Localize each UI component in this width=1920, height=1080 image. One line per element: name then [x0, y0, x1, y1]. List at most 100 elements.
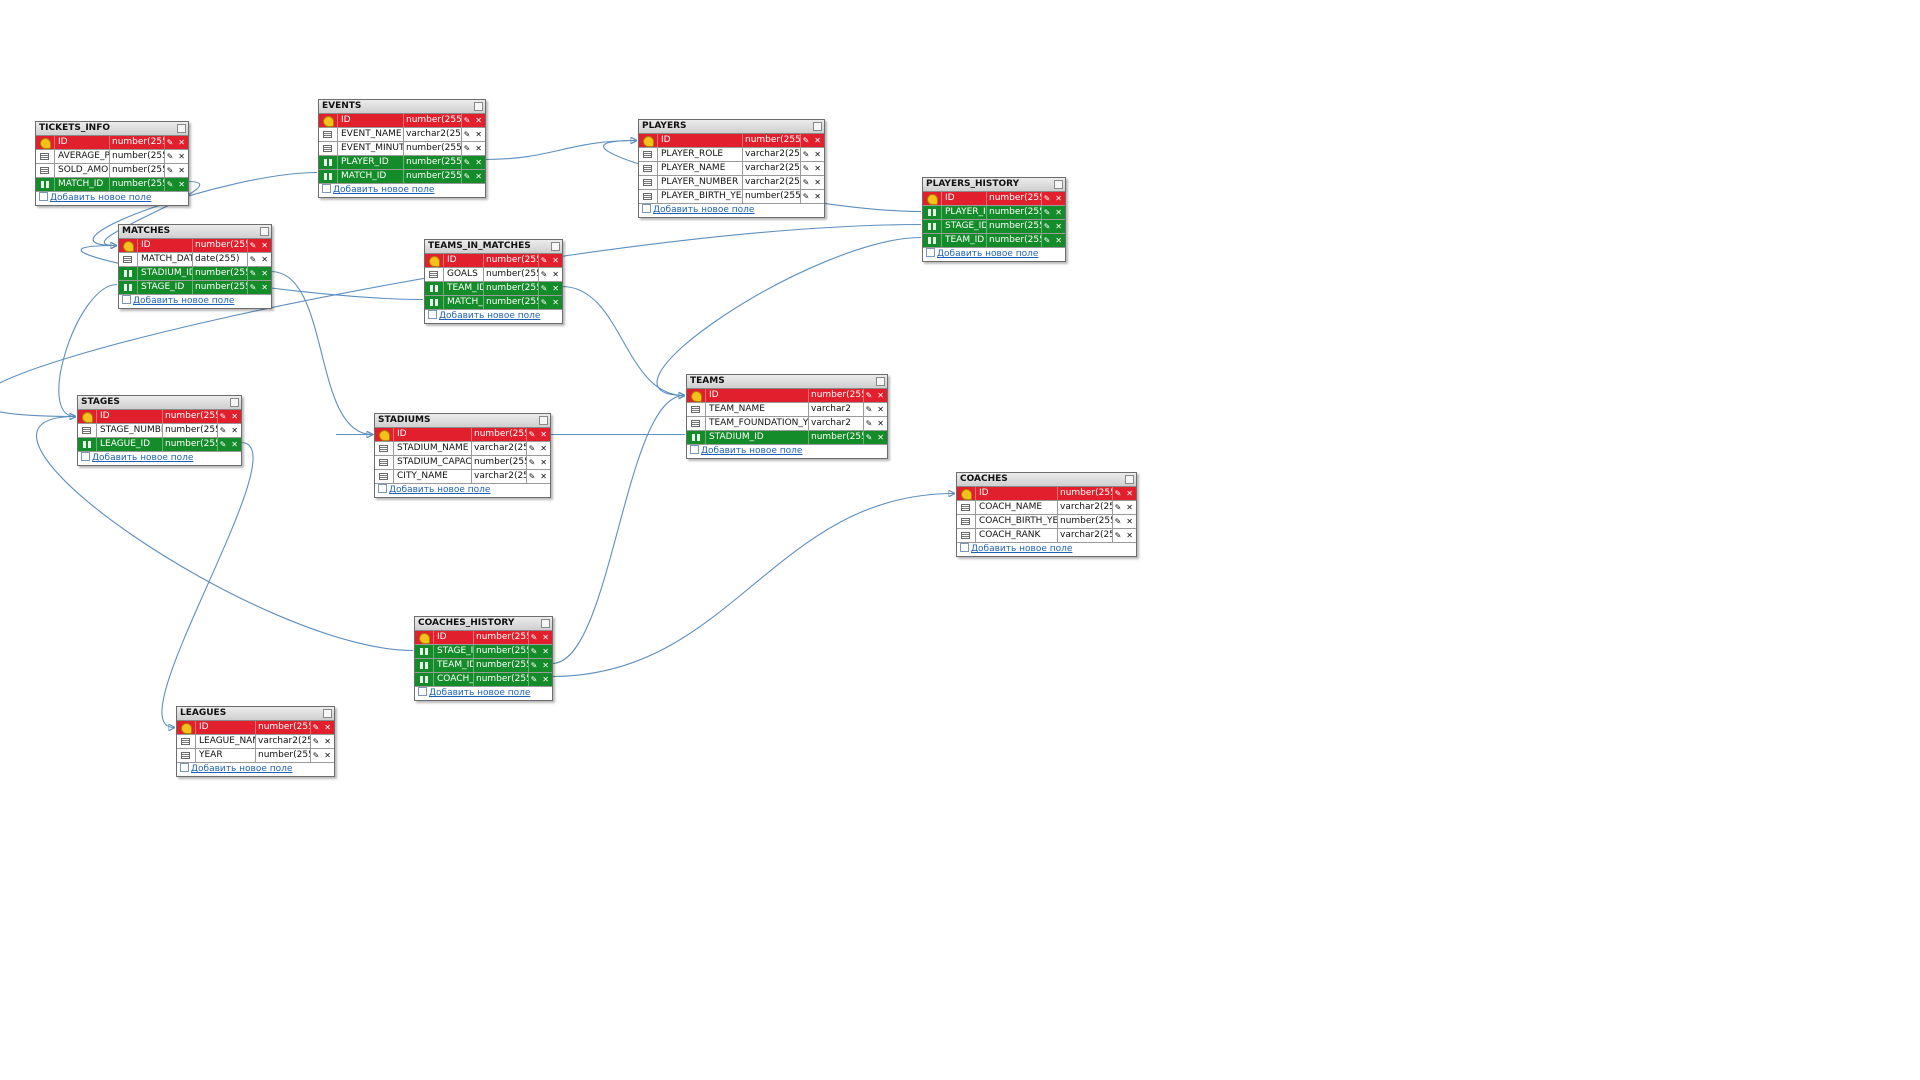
pencil-icon[interactable]: ✎ [540, 298, 548, 307]
remove-icon[interactable]: ✕ [814, 136, 821, 145]
table-coaches[interactable]: COACHESIDnumber(255)✎✕COACH_NAMEvarchar2… [956, 472, 1137, 557]
pencil-icon[interactable]: ✎ [530, 647, 538, 656]
remove-icon[interactable]: ✕ [475, 158, 482, 167]
remove-icon[interactable]: ✕ [261, 255, 268, 264]
pencil-icon[interactable]: ✎ [1114, 517, 1122, 526]
remove-icon[interactable]: ✕ [877, 405, 884, 414]
table-stages[interactable]: STAGESIDnumber(255)✎✕STAGE_NUMBERnumber(… [77, 395, 242, 466]
table-coaches-history[interactable]: COACHES_HISTORYIDnumber(255)✎✕STAGE_IDnu… [414, 616, 553, 701]
pencil-icon[interactable]: ✎ [166, 180, 174, 189]
remove-icon[interactable]: ✕ [178, 166, 185, 175]
table-tickets-info[interactable]: TICKETS_INFOIDnumber(255)✎✕AVERAGE_PRICE… [35, 121, 189, 206]
pencil-icon[interactable]: ✎ [219, 412, 227, 421]
pencil-icon[interactable]: ✎ [528, 458, 536, 467]
remove-icon[interactable]: ✕ [1126, 531, 1133, 540]
pencil-icon[interactable]: ✎ [865, 391, 873, 400]
pencil-icon[interactable]: ✎ [463, 130, 471, 139]
pencil-icon[interactable]: ✎ [312, 723, 320, 732]
pencil-icon[interactable]: ✎ [166, 138, 174, 147]
pencil-icon[interactable]: ✎ [249, 269, 257, 278]
remove-icon[interactable]: ✕ [178, 138, 185, 147]
remove-icon[interactable]: ✕ [814, 178, 821, 187]
remove-icon[interactable]: ✕ [261, 241, 268, 250]
add-field-link[interactable]: Добавить новое поле [319, 184, 485, 197]
pencil-icon[interactable]: ✎ [1114, 531, 1122, 540]
collapse-icon[interactable] [1054, 180, 1063, 189]
remove-icon[interactable]: ✕ [261, 283, 268, 292]
remove-icon[interactable]: ✕ [261, 269, 268, 278]
collapse-icon[interactable] [551, 242, 560, 251]
table-title[interactable]: MATCHES [119, 225, 271, 239]
add-field-link[interactable]: Добавить новое поле [957, 543, 1136, 556]
pencil-icon[interactable]: ✎ [802, 136, 810, 145]
remove-icon[interactable]: ✕ [1055, 236, 1062, 245]
remove-icon[interactable]: ✕ [324, 737, 331, 746]
field-row-stadium-capacity[interactable]: STADIUM_CAPACITYnumber(255)✎✕ [375, 456, 550, 470]
remove-icon[interactable]: ✕ [231, 426, 238, 435]
pencil-icon[interactable]: ✎ [463, 172, 471, 181]
add-field-link[interactable]: Добавить новое поле [78, 452, 241, 465]
remove-icon[interactable]: ✕ [1126, 517, 1133, 526]
field-row-match-date[interactable]: MATCH_DATEdate(255)✎✕ [119, 253, 271, 267]
pencil-icon[interactable]: ✎ [249, 241, 257, 250]
remove-icon[interactable]: ✕ [475, 144, 482, 153]
pencil-icon[interactable]: ✎ [528, 444, 536, 453]
add-field-link[interactable]: Добавить новое поле [119, 295, 271, 308]
add-field-link[interactable]: Добавить новое поле [177, 763, 334, 776]
remove-icon[interactable]: ✕ [877, 433, 884, 442]
pencil-icon[interactable]: ✎ [1043, 208, 1051, 217]
table-title[interactable]: TEAMS_IN_MATCHES [425, 240, 562, 254]
pencil-icon[interactable]: ✎ [463, 144, 471, 153]
remove-icon[interactable]: ✕ [540, 430, 547, 439]
pencil-icon[interactable]: ✎ [249, 283, 257, 292]
pencil-icon[interactable]: ✎ [802, 150, 810, 159]
collapse-icon[interactable] [541, 619, 550, 628]
pencil-icon[interactable]: ✎ [1043, 222, 1051, 231]
table-title[interactable]: STADIUMS [375, 414, 550, 428]
field-row-stage-number[interactable]: STAGE_NUMBERnumber(255)✎✕ [78, 424, 241, 438]
remove-icon[interactable]: ✕ [475, 116, 482, 125]
pencil-icon[interactable]: ✎ [540, 284, 548, 293]
remove-icon[interactable]: ✕ [552, 298, 559, 307]
pencil-icon[interactable]: ✎ [1114, 489, 1122, 498]
remove-icon[interactable]: ✕ [542, 633, 549, 642]
pencil-icon[interactable]: ✎ [865, 405, 873, 414]
pencil-icon[interactable]: ✎ [528, 472, 536, 481]
remove-icon[interactable]: ✕ [877, 391, 884, 400]
pencil-icon[interactable]: ✎ [540, 270, 548, 279]
pencil-icon[interactable]: ✎ [219, 426, 227, 435]
field-row-sold-amount[interactable]: SOLD_AMOUNTnumber(255)✎✕ [36, 164, 188, 178]
table-stadiums[interactable]: STADIUMSIDnumber(255)✎✕STADIUM_NAMEvarch… [374, 413, 551, 498]
remove-icon[interactable]: ✕ [324, 751, 331, 760]
table-title[interactable]: STAGES [78, 396, 241, 410]
pencil-icon[interactable]: ✎ [802, 164, 810, 173]
add-field-link[interactable]: Добавить новое поле [375, 484, 550, 497]
remove-icon[interactable]: ✕ [877, 419, 884, 428]
pencil-icon[interactable]: ✎ [540, 256, 548, 265]
table-title[interactable]: PLAYERS_HISTORY [923, 178, 1065, 192]
remove-icon[interactable]: ✕ [1055, 208, 1062, 217]
